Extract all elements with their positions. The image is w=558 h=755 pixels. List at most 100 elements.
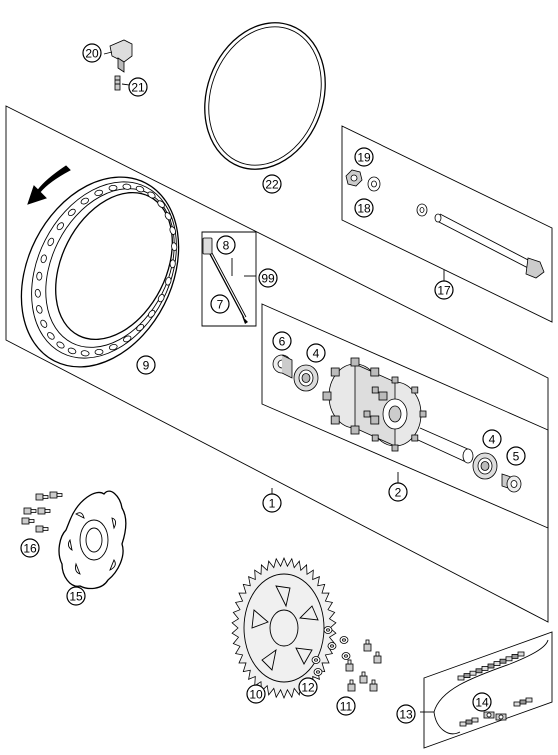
callout-circle — [388, 482, 408, 502]
callout-circle — [354, 147, 374, 167]
spoke-panel — [201, 231, 257, 327]
callout-number: 9 — [143, 359, 150, 373]
callout-2: 2 — [388, 482, 408, 502]
callout-circle — [210, 294, 230, 314]
callout-circle — [82, 43, 102, 63]
callout-circle — [216, 235, 236, 255]
chain-master-link — [483, 711, 507, 721]
callout-number: 22 — [265, 178, 279, 192]
axle-panel — [341, 125, 553, 323]
callout-22: 22 — [262, 174, 282, 194]
axle-nut — [345, 169, 363, 187]
spoke — [202, 237, 248, 324]
callout-17: 17 — [434, 280, 454, 300]
callout-4a: 4 — [306, 343, 326, 363]
rim-spoke-holes — [34, 183, 178, 357]
callout-9: 9 — [136, 355, 156, 375]
rotation-arrow-icon — [27, 165, 71, 205]
callout-circle — [262, 174, 282, 194]
callout-circle — [128, 77, 148, 97]
callout-circle — [336, 696, 356, 716]
callout-number: 19 — [357, 151, 371, 165]
callout-circle — [66, 586, 86, 606]
callout-number: 21 — [131, 81, 145, 95]
callout-number: 1 — [269, 497, 276, 511]
hub-panel — [261, 303, 549, 529]
spacer-left — [272, 354, 293, 379]
axle-washer — [367, 176, 428, 217]
sprocket-washers — [311, 626, 351, 676]
callout-6: 6 — [272, 331, 292, 351]
callout-number: 8 — [223, 239, 230, 253]
callout-circle — [246, 684, 266, 704]
callout-number: 13 — [399, 708, 413, 722]
callout-number: 12 — [301, 681, 315, 695]
tube — [204, 22, 326, 170]
callout-number: 6 — [279, 335, 286, 349]
callout-circle — [482, 429, 502, 449]
valve-cap — [109, 39, 133, 73]
callout-number: 4 — [313, 347, 320, 361]
hub-studs — [322, 357, 427, 452]
callout-7: 7 — [210, 294, 230, 314]
sprocket — [231, 556, 337, 700]
brake-disc-screws — [21, 491, 63, 533]
callout-19: 19 — [354, 147, 374, 167]
callout-number: 99 — [261, 272, 275, 286]
callout-number: 17 — [437, 284, 451, 298]
callout-8: 8 — [216, 235, 236, 255]
bearing-right — [472, 452, 498, 480]
callout-number: 11 — [340, 700, 353, 714]
callout-15: 15 — [66, 586, 86, 606]
callout-12: 12 — [298, 677, 318, 697]
callout-14: 14 — [472, 692, 492, 712]
callout-number: 10 — [249, 688, 263, 702]
callout-20: 20 — [82, 43, 102, 63]
callout-99: 99 — [258, 268, 278, 288]
callout-10: 10 — [246, 684, 266, 704]
chain-panel — [423, 631, 553, 749]
callout-number: 16 — [23, 542, 37, 556]
callout-circle — [298, 677, 318, 697]
valve — [114, 75, 121, 91]
bearing-left — [293, 364, 319, 392]
hub-body — [322, 357, 427, 452]
callout-number: 15 — [69, 590, 83, 604]
callout-5: 5 — [506, 446, 526, 466]
callout-number: 20 — [85, 47, 99, 61]
callout-number: 7 — [217, 298, 224, 312]
callout-number: 18 — [357, 202, 371, 216]
callout-1: 1 — [262, 493, 282, 513]
axle — [434, 213, 545, 279]
callout-circle — [136, 355, 156, 375]
hub-sleeve — [417, 427, 474, 464]
callout-4b: 4 — [482, 429, 502, 449]
callout-circle — [506, 446, 526, 466]
callout-13: 13 — [396, 704, 416, 724]
spacer-right — [501, 473, 522, 493]
callout-number: 4 — [489, 433, 496, 447]
chain — [433, 639, 549, 735]
brake-disc — [58, 490, 127, 590]
callout-number: 5 — [513, 450, 520, 464]
callout-16: 16 — [20, 538, 40, 558]
callout-number: 14 — [475, 696, 489, 710]
callout-circle — [434, 280, 454, 300]
callout-circle — [354, 198, 374, 218]
callout-11: 11 — [336, 696, 356, 716]
callout-circle — [262, 493, 282, 513]
callout-circle — [396, 704, 416, 724]
callout-circle — [472, 692, 492, 712]
wheel-assembly-panel — [5, 105, 549, 623]
callout-circle — [20, 538, 40, 558]
sprocket-bolts — [345, 639, 382, 692]
callout-21: 21 — [128, 77, 148, 97]
callout-circle — [306, 343, 326, 363]
callout-circle — [272, 331, 292, 351]
callout-circle — [258, 268, 278, 288]
callout-number: 2 — [395, 486, 402, 500]
callout-18: 18 — [354, 198, 374, 218]
